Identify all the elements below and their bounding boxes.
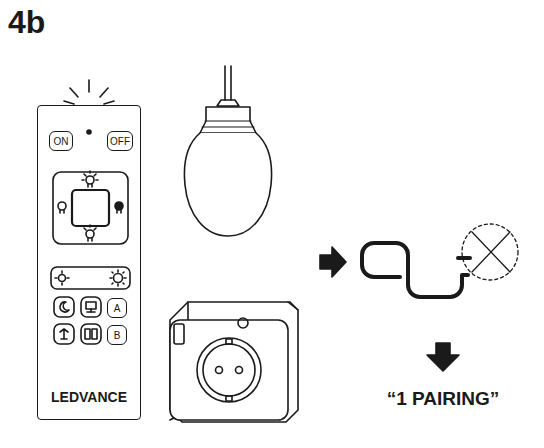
- figure-number: 4b: [8, 4, 45, 41]
- a-button: A: [107, 298, 127, 318]
- off-button: OFF: [107, 131, 133, 151]
- remote-control: LEDVANCE ON OFF A B: [37, 105, 141, 420]
- on-button: ON: [49, 131, 73, 151]
- b-button: B: [107, 325, 127, 345]
- button-label: B: [114, 330, 121, 341]
- status-text: “1 PAIRING”: [387, 388, 500, 410]
- button-label: A: [114, 303, 121, 314]
- button-label: ON: [54, 136, 69, 147]
- button-label: OFF: [110, 136, 130, 147]
- brand-name: LEDVANCE: [38, 389, 140, 405]
